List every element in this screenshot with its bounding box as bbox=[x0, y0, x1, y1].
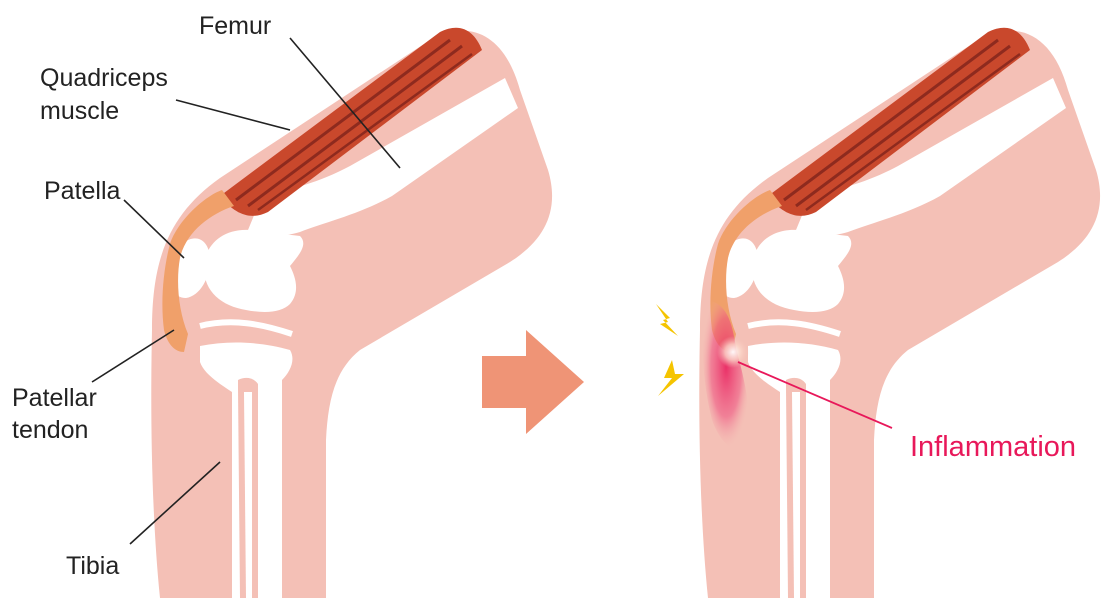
muscle-label: muscle bbox=[40, 97, 119, 125]
inflamed-knee-illustration bbox=[656, 28, 1100, 598]
normal-knee-illustration bbox=[151, 28, 552, 598]
femur-label: Femur bbox=[199, 12, 271, 40]
patella-label: Patella bbox=[44, 177, 121, 205]
lightning-spark-icon bbox=[658, 360, 684, 396]
right-arrow-icon bbox=[482, 330, 584, 434]
inflammation-label: Inflammation bbox=[910, 431, 1076, 463]
patellar-label: Patellar bbox=[12, 384, 97, 412]
tendon-label: tendon bbox=[12, 416, 88, 444]
quadriceps-leader-line bbox=[176, 100, 290, 130]
lightning-spark-icon bbox=[656, 304, 678, 336]
inflammation-focus bbox=[717, 336, 749, 368]
tibia-label: Tibia bbox=[66, 552, 119, 580]
quadriceps-label: Quadriceps bbox=[40, 64, 168, 92]
